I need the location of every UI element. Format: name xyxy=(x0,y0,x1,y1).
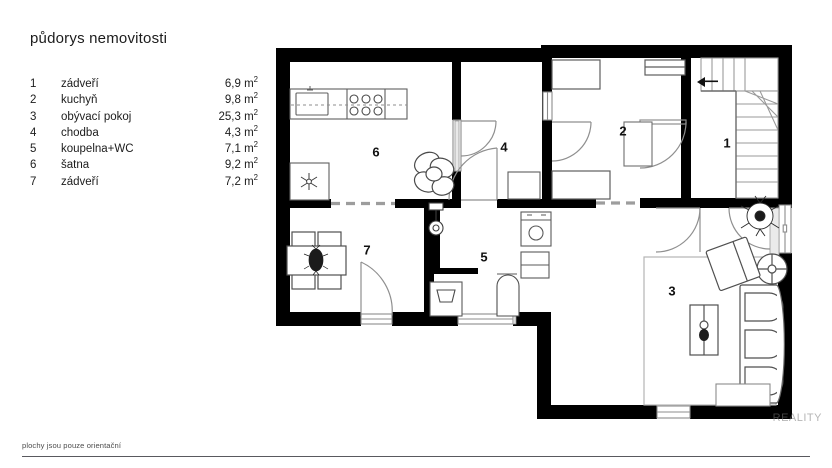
legend-area-value: 6,9 xyxy=(224,78,241,90)
legend-room-name: kuchyň xyxy=(61,94,98,107)
legend-area-unit: m xyxy=(244,110,254,123)
legend-area: 6,9 m2 xyxy=(210,76,258,92)
legend-row: 1 zádveří 6,9 m2 xyxy=(30,76,258,92)
fixtures-room-6 xyxy=(289,86,455,201)
legend-area: 4,3 m2 xyxy=(210,125,258,141)
legend-area-value: 4,3 xyxy=(224,126,241,139)
room-number-4: 4 xyxy=(500,140,508,155)
snowflake-icon xyxy=(300,173,318,190)
legend-room-name: koupelna+WC xyxy=(61,143,134,156)
room-legend: 1 zádveří 6,9 m2 2 kuchyň 9,8 m2 3 obýva… xyxy=(30,76,258,190)
legend-area-value: 25,3 xyxy=(218,110,241,123)
fixtures-room-7 xyxy=(286,231,347,290)
kitchen-cabinet xyxy=(551,59,601,90)
door-kitchen-to-hall xyxy=(623,119,687,169)
stair-direction-arrow xyxy=(697,77,718,87)
tv-console xyxy=(715,383,771,407)
legend-area: 9,2 m2 xyxy=(210,157,258,173)
door-room7-south xyxy=(360,261,393,317)
legend-row: 7 zádveří 7,2 m2 xyxy=(30,174,258,190)
legend-number: 6 xyxy=(30,159,37,172)
room-number-1: 1 xyxy=(723,136,730,151)
corridor-cabinet xyxy=(507,171,541,200)
legend-number: 2 xyxy=(30,94,37,107)
legend-number: 7 xyxy=(30,175,37,188)
legend-row: 6 šatna 9,2 m2 xyxy=(30,157,258,173)
legend-area-exponent: 2 xyxy=(253,91,258,101)
footer-divider xyxy=(22,455,810,457)
room-number-3: 3 xyxy=(668,284,675,299)
coffee-table xyxy=(689,304,719,356)
legend-area-unit: m xyxy=(244,143,254,156)
legend-number: 1 xyxy=(30,78,37,90)
legend-row: 3 obývací pokoj 25,3 m2 xyxy=(30,107,258,125)
legend-room-name: šatna xyxy=(61,159,90,172)
room-number-2: 2 xyxy=(619,124,626,139)
fixtures-room-5 xyxy=(428,202,552,317)
page-title: půdorys nemovitosti xyxy=(30,30,168,47)
room-number-5: 5 xyxy=(480,250,487,265)
room-number-labels: 1 2 3 4 5 6 7 xyxy=(363,124,730,299)
cooktop-six-burner xyxy=(349,94,383,116)
kitchen-sink xyxy=(295,92,329,116)
toilet xyxy=(429,281,463,317)
legend-area-unit: m xyxy=(244,94,254,107)
staircase xyxy=(700,57,779,199)
legend-room-name: zádveří xyxy=(61,175,99,188)
side-table-round xyxy=(756,253,788,285)
corner-plant xyxy=(740,195,780,237)
legend-area-exponent: 2 xyxy=(253,124,258,134)
legend-area-exponent: 2 xyxy=(253,140,258,150)
room-number-6: 6 xyxy=(372,145,379,160)
legend-row: 4 chodba 4,3 m2 xyxy=(30,125,258,141)
shower-with-drain xyxy=(428,202,444,236)
door-kitchen-west xyxy=(551,121,592,162)
legend-row: 5 koupelna+WC 7,1 m2 xyxy=(30,141,258,157)
table-plant xyxy=(303,244,329,276)
thresholds xyxy=(331,201,641,206)
door-living-room-north xyxy=(655,207,701,253)
armchair xyxy=(705,236,761,292)
legend-area-value: 9,8 xyxy=(224,94,241,107)
legend-area: 7,1 m2 xyxy=(210,141,258,157)
legend-number: 5 xyxy=(30,143,37,156)
legend-area-exponent: 2 xyxy=(253,156,258,166)
fixtures-room-2 xyxy=(551,59,686,200)
room-number-7: 7 xyxy=(363,243,370,258)
legend-number: 4 xyxy=(30,126,37,139)
legend-area-unit: m xyxy=(244,159,254,172)
legend-area-exponent: 2 xyxy=(253,172,258,182)
legend-area: 25,3 m2 xyxy=(210,107,258,125)
legend-area: 9,8 m2 xyxy=(210,92,258,108)
legend-area-unit: m xyxy=(244,175,254,188)
bathroom-sink xyxy=(496,273,520,317)
legend-room-name: zádveří xyxy=(61,78,99,90)
bathtub-unit xyxy=(520,251,550,279)
legend-area-value: 7,2 xyxy=(224,175,241,188)
legend-area-unit: m xyxy=(244,126,254,139)
legend-area-unit: m xyxy=(244,78,254,90)
legend-area-exponent: 2 xyxy=(253,75,258,85)
footer-note: plochy jsou pouze orientační xyxy=(22,441,122,450)
potted-plant xyxy=(413,151,455,196)
legend-area: 7,2 m2 xyxy=(210,174,258,190)
legend-area-value: 7,1 xyxy=(224,143,241,156)
legend-row: 2 kuchyň 9,8 m2 xyxy=(30,92,258,108)
washing-machine xyxy=(520,211,552,247)
fixtures-room-4 xyxy=(507,171,541,200)
legend-number: 3 xyxy=(30,110,37,123)
fixtures-room-1 xyxy=(697,57,779,199)
legend-room-name: obývací pokoj xyxy=(61,110,132,123)
fixtures-room-3 xyxy=(643,195,788,407)
legend-area-value: 9,2 xyxy=(224,159,241,172)
legend-room-name: chodba xyxy=(61,126,99,139)
walls xyxy=(276,45,792,419)
kitchen-cabinet xyxy=(551,170,611,200)
legend-area-exponent: 2 xyxy=(253,107,258,117)
